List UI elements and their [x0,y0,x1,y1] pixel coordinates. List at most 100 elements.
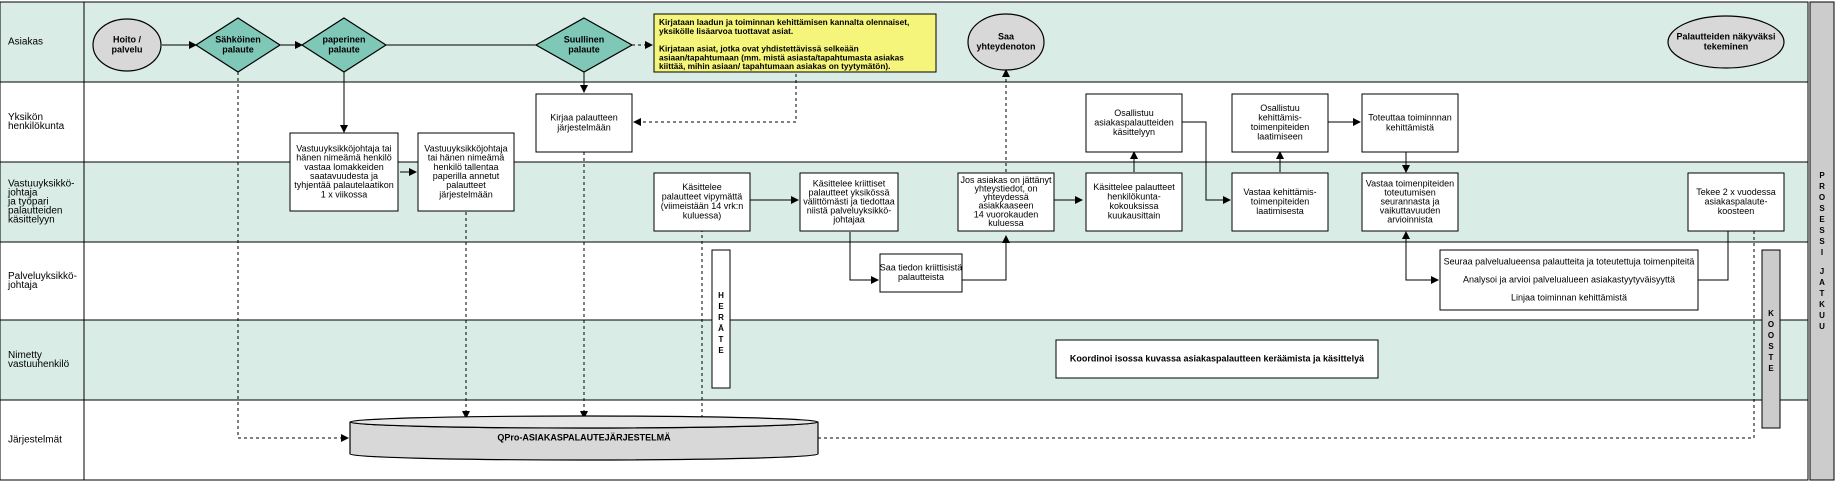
lane-label-text: Vastuuyksikkö- [8,179,75,190]
kooste-letter: S [1768,342,1774,351]
vastuu-lomakkeet-box-line: Vastuuyksikköjohtaja tai [296,143,391,153]
tekee-koosteen-box-line: Tekee 2 x vuodessa [1696,187,1776,197]
suullinen-palaute-node-line: Suullinen [564,34,605,44]
lane-label-text: henkilökunta [8,121,65,132]
vastuu-lomakkeet-box-line: saatavuudesta ja [310,171,378,181]
prosessi-letter: S [1819,204,1825,213]
kasittelee-viipymatta-box-line: Käsittelee [682,182,722,192]
lane-label-text: johtaja [7,280,38,291]
tekee-koosteen-box-line: koosteen [1718,206,1755,216]
kasittelee-kokous-box-line: kokouksissa [1109,201,1158,211]
kasittelee-viipymatta-box-line: kuluessa) [683,211,722,221]
vastuu-lomakkeet-box-line: 1 x viikossa [321,189,368,199]
herate-letter: E [718,302,724,311]
prosessi-letter: O [1819,193,1825,202]
lane-label-text: käsittelyyn [8,215,55,226]
vastuu-lomakkeet-box-line: vastaa lomakkeiden [304,162,384,172]
note-line: asiaan/tapahtumaan (mm. mistä asiasta/ta… [659,52,904,62]
kasittelee-kokous-box-line: henkilökunta- [1107,192,1161,202]
paperinen-palaute-node-line: palaute [328,44,360,54]
herate-letter: E [718,346,724,355]
vastaa-toimenpiteiden-box-line: seurannasta ja [1380,196,1439,206]
lane-label-palvelu: Palveluyksikkö-johtaja [7,271,77,291]
lane-label-jarjestelmat: Järjestelmät [8,435,62,446]
suullinen-palaute-node-line: palaute [568,44,600,54]
kirjaus-note: Kirjataan laadun ja toiminnan kehittämis… [653,13,937,73]
vastuu-lomakkeet-box-line: hänen nimeämä henkilö [296,153,392,163]
lane-yksikon-henkilokunta [0,81,1809,163]
vastaa-toimenpiteiden-box-line: Vastaa toimenpiteiden [1366,178,1454,188]
osallistuu-kehittamis-box: Osallistuukehittämis-toimenpiteidenlaati… [1231,93,1329,153]
note-line: Kirjataan laadun ja toiminnan kehittämis… [659,17,909,27]
lane-nimetty-vastuuhenkilo [0,319,1809,401]
prosessi-letter: J [1820,267,1824,276]
prosessi-letter: U [1819,311,1825,320]
saa-yhteydenoton-node-line: yhteydenoton [976,41,1035,51]
lane-label-text: Nimetty [8,350,42,361]
lane-label-text: palautteiden [8,206,63,217]
prosessi-jatkuu-bar [1809,1,1835,481]
sahkoinen-palaute-node-line: Sähköinen [215,34,261,44]
herate-letter: R [718,313,724,322]
sahkoinen-palaute-node-line: palaute [222,44,254,54]
jos-asiakas-box-line: 14 vuorokauden [974,209,1039,219]
prosessi-letter: U [1819,322,1825,331]
kooste-letter: O [1768,331,1774,340]
seuraa-box-line: Seuraa palvelualueensa palautteita ja to… [1444,256,1695,266]
vastuu-tallentaa-box-line: järjestelmään [438,189,493,199]
herate-letter: H [718,291,724,300]
jos-asiakas-box-line: asiakkaaseen [978,201,1033,211]
lane-label-text: Palveluyksikkö- [8,271,77,282]
kooste-letter: K [1768,309,1774,318]
nakyvaksi-tekeminen-node-line: tekeminen [1704,41,1749,51]
jos-asiakas-box-line: yhteystiedot, on [974,183,1037,193]
toteuttaa-box-line: kehittämistä [1386,122,1434,132]
hoito-palvelu-node-line: palvelu [111,44,142,54]
kirjaa-palautteen-box-line: Kirjaa palautteen [550,112,618,122]
vastaa-kehittamis-box-line: toimenpiteiden [1251,196,1310,206]
lane-label-asiakas: Asiakas [8,37,43,48]
kasittelee-kokous-box: Käsittelee palautteethenkilökunta-kokouk… [1085,172,1183,232]
note-line: yksikölle lisäarvoa tuottavat asiat. [659,26,793,36]
kasittelee-kriittiset-box-line: välittömästi ja tiedottaa [803,196,895,206]
prosessi-letter: P [1819,171,1825,180]
lane-label-text: Asiakas [8,37,43,48]
vastaa-kehittamis-box-line: laatimisesta [1256,206,1304,216]
qpro-label: QPro-ASIAKASPALAUTEJÄRJESTELMÄ [497,432,671,442]
vastuu-lomakkeet-box-line: tyhjentää palautelaatikon [294,180,394,190]
lane-label-text: Järjestelmät [8,435,62,446]
kasittelee-kriittiset-box-line: palautteet yksikössä [808,187,889,197]
prosessi-letter: I [1821,248,1823,257]
lane-labels: AsiakasYksikönhenkilökuntaVastuuyksikkö-… [7,37,77,446]
osallistuu-kasittelyyn-box-line: asiakaspalautteiden [1094,117,1174,127]
kasittelee-kriittiset-box-line: Käsittelee kriittiset [813,178,886,188]
prosessi-letter: R [1819,182,1825,191]
prosessi-letter: T [1820,289,1825,298]
jos-asiakas-box-line: yhteydessä [983,192,1029,202]
kasittelee-viipymatta-box-line: palautteet vipymättä [662,192,743,202]
vastuu-tallentaa-box-line: henkilö tallentaa [433,162,498,172]
kooste-letter: E [1768,364,1774,373]
kooste-letter: O [1768,320,1774,329]
kasittelee-kokous-box-line: Käsittelee palautteet [1093,182,1175,192]
koordinoi-box-line: Koordinoi isossa kuvassa asiakaspalautte… [1070,353,1365,363]
vastuu-tallentaa-box-line: palautteet [446,180,486,190]
qpro-system: QPro-ASIAKASPALAUTEJÄRJESTELMÄ [349,415,819,461]
saa-tiedon-box-line: palautteista [898,272,944,282]
